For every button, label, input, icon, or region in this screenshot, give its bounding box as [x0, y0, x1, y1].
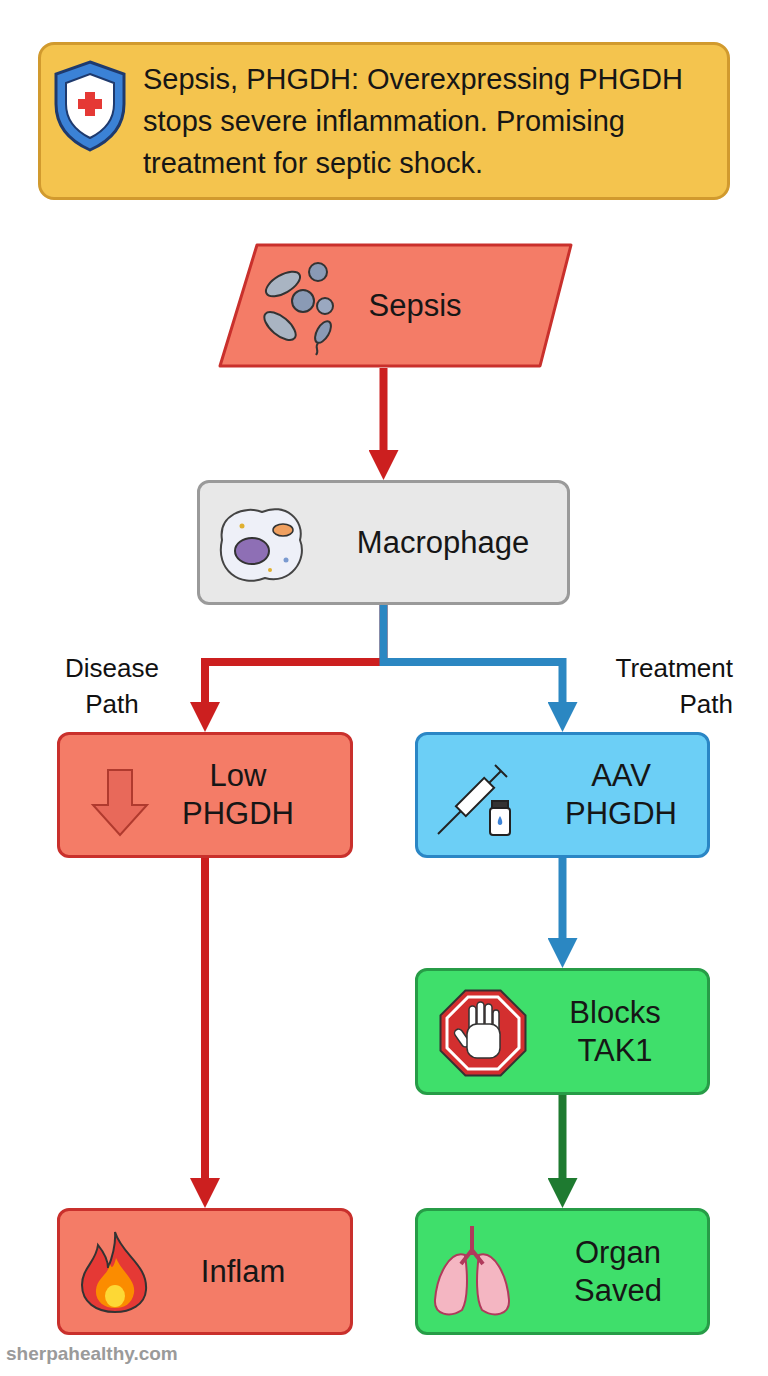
- flow-arrow: [380, 368, 388, 454]
- process-box: Blocks TAK1: [415, 968, 710, 1095]
- macrophage-icon: [221, 509, 302, 581]
- down-arrow-icon: [93, 770, 147, 835]
- path-label: Treatment Path: [578, 650, 733, 723]
- node-text-area: Macrophage: [338, 483, 548, 602]
- node-label: AAV PHGDH: [556, 757, 686, 833]
- node-text-area: Inflam: [178, 1211, 308, 1332]
- stop-sign-icon: [441, 991, 526, 1076]
- node-label: Sepsis: [368, 287, 461, 325]
- node-text-area: Sepsis: [335, 243, 495, 368]
- input-parallelogram: Sepsis: [218, 243, 573, 368]
- process-box: AAV PHGDH: [415, 732, 710, 858]
- flow-arrow: [205, 605, 384, 706]
- syringe-icon: [438, 765, 510, 835]
- node-text-area: Organ Saved: [553, 1211, 683, 1332]
- process-box: Low PHGDH: [57, 732, 353, 858]
- outcome-box: Inflam: [57, 1208, 353, 1335]
- fire-icon: [82, 1232, 146, 1312]
- flow-arrow: [559, 858, 567, 942]
- outcome-box: Organ Saved: [415, 1208, 710, 1335]
- node-text-area: AAV PHGDH: [556, 735, 686, 855]
- node-label: Low PHGDH: [173, 757, 303, 833]
- node-label: Macrophage: [357, 524, 529, 562]
- path-label: Disease Path: [62, 650, 162, 723]
- flow-arrow: [201, 858, 209, 1182]
- flow-arrow: [559, 1095, 567, 1182]
- node-text-area: Blocks TAK1: [550, 971, 680, 1092]
- node-label: Organ Saved: [553, 1234, 683, 1310]
- watermark: sherpahealthy.com: [6, 1343, 178, 1365]
- node-text-area: Low PHGDH: [173, 735, 303, 855]
- title-text: Sepsis, PHGDH: Overexpressing PHGDH stop…: [143, 45, 718, 197]
- node-label: Blocks TAK1: [550, 994, 680, 1070]
- process-box: Macrophage: [197, 480, 570, 605]
- title-banner: Sepsis, PHGDH: Overexpressing PHGDH stop…: [38, 42, 730, 200]
- flow-arrow: [384, 605, 563, 706]
- lungs-icon: [435, 1226, 509, 1314]
- node-label: Inflam: [201, 1253, 285, 1291]
- bacteria-icon: [260, 263, 335, 355]
- shield-icon: [56, 62, 124, 150]
